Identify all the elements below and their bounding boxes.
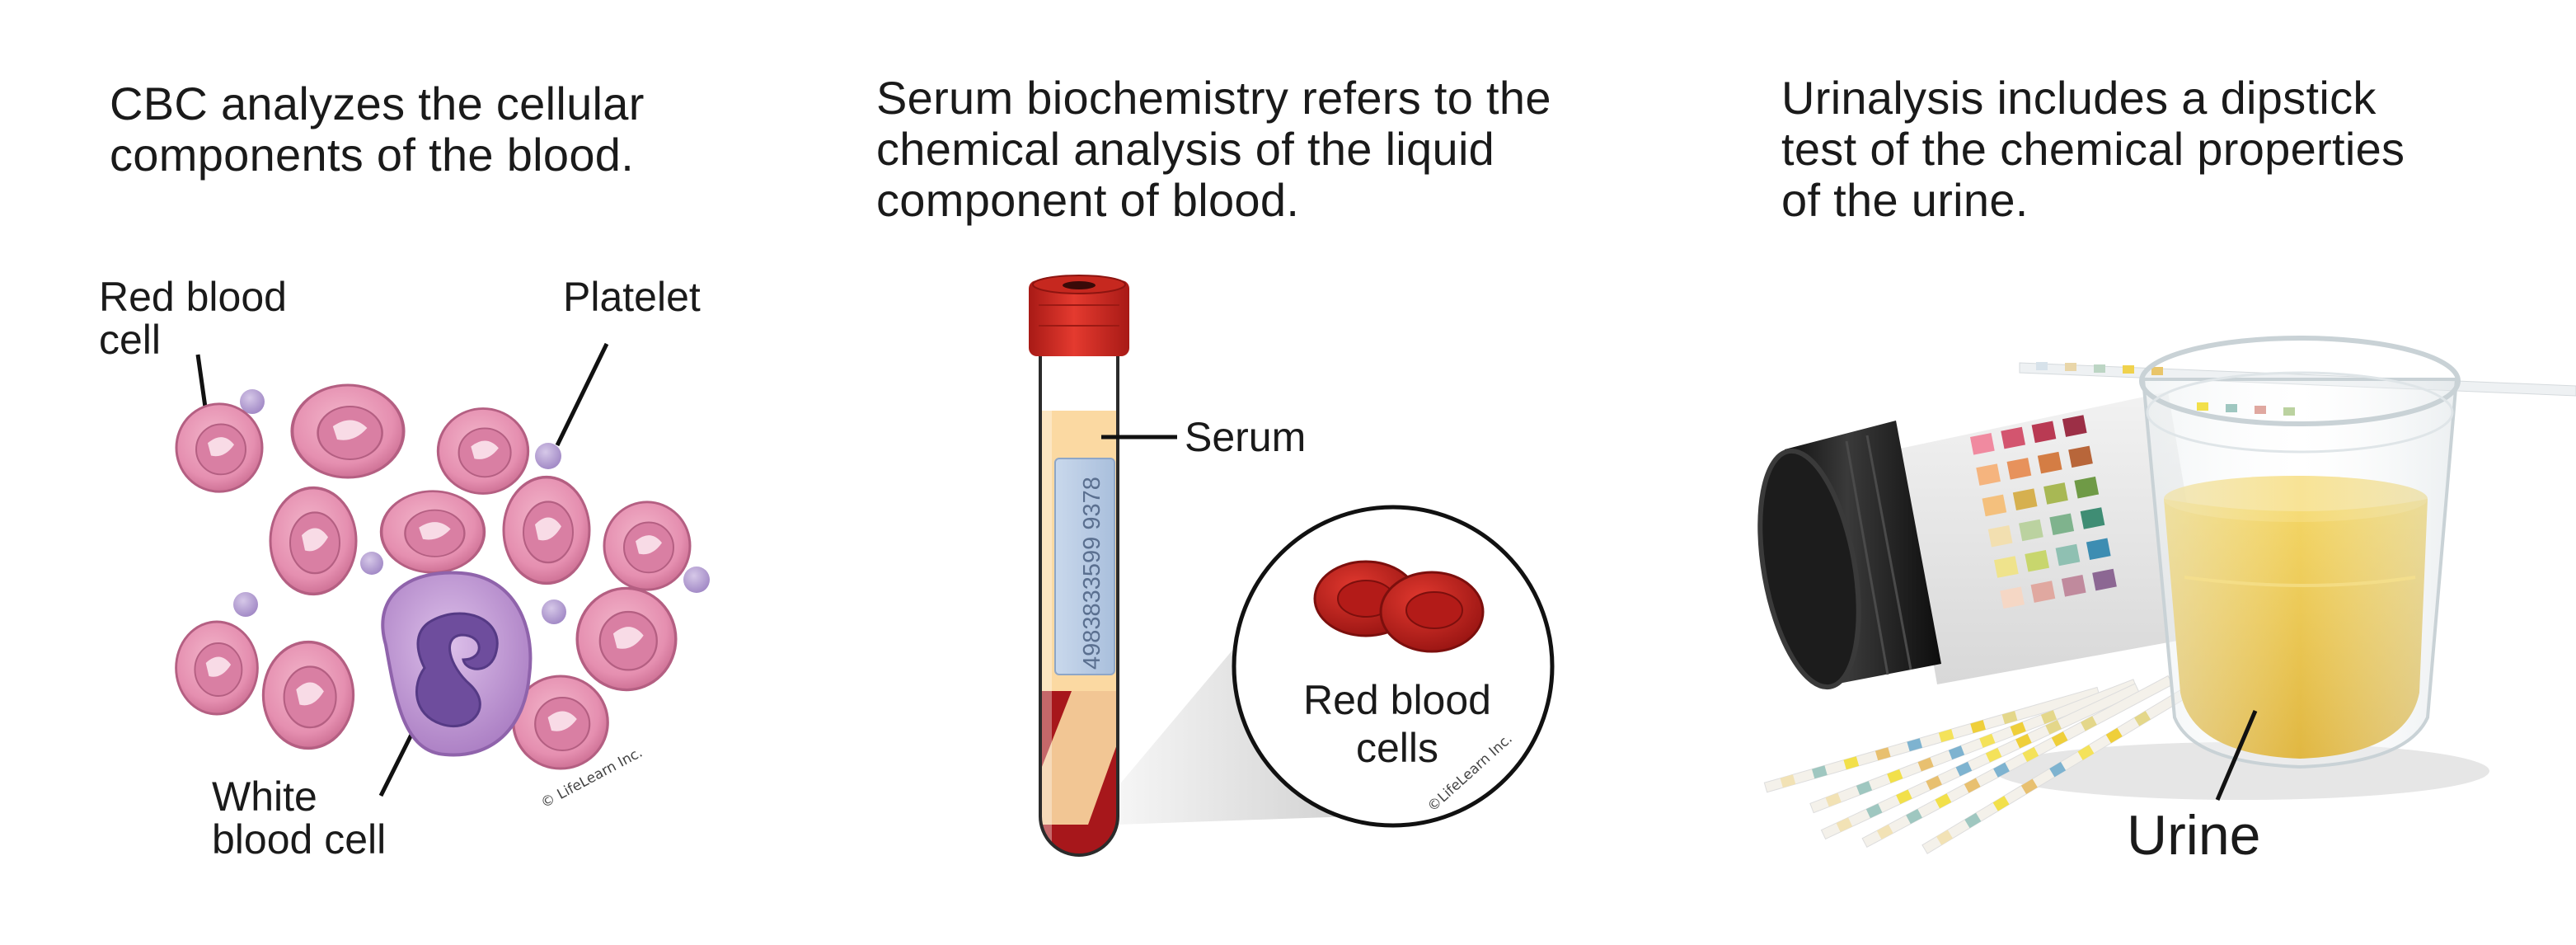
label-red-blood-cells-line2: cells <box>1355 725 1439 771</box>
urinalysis-photo <box>1757 336 2576 854</box>
label-platelet: Platelet <box>563 274 701 320</box>
white-blood-cell <box>381 571 533 757</box>
red-blood-cell <box>379 489 486 575</box>
label-red-blood-cells-line1: Red blood <box>1303 677 1491 723</box>
red-blood-cell <box>502 475 591 585</box>
tube-label <box>1054 458 1115 675</box>
red-blood-cell <box>175 402 264 493</box>
blood-tube: 4983833599 9378 <box>1029 275 1129 857</box>
platelet <box>233 592 258 617</box>
label-white-blood-cell: White blood cell <box>212 775 386 861</box>
serum-heading-line2: chemical analysis of the liquid <box>876 123 1495 175</box>
blood-tube-illustration: 4983833599 9378 ©LifeLearn Inc. <box>1029 275 1555 857</box>
serum-heading: Serum biochemistry refers to the chemica… <box>876 73 1551 226</box>
red-blood-cells-inset: ©LifeLearn Inc. <box>1232 505 1555 828</box>
urinalysis-heading-line3: of the urine. <box>1781 174 2029 226</box>
urinalysis-heading: Urinalysis includes a dipstick test of t… <box>1781 73 2405 226</box>
label-serum: Serum <box>1185 414 1307 460</box>
serum-heading-line3: component of blood. <box>876 174 1300 226</box>
tube-barcode-number: 4983833599 9378 <box>1079 477 1105 670</box>
platelet <box>542 599 566 624</box>
serum-heading-line1: Serum biochemistry refers to the <box>876 72 1551 124</box>
cbc-heading-line2: components of the blood. <box>110 129 635 181</box>
label-red-blood-cell-line2: cell <box>99 317 162 363</box>
urinalysis-heading-line2: test of the chemical properties <box>1781 123 2405 175</box>
red-blood-cell <box>290 383 406 479</box>
platelet-pointer-line <box>555 342 609 447</box>
label-red-blood-cells-inset: Red blood cells <box>1286 676 1509 772</box>
red-blood-cell <box>269 486 358 596</box>
label-red-blood-cell: Red blood cell <box>99 275 287 361</box>
urine-cup <box>2139 336 2461 769</box>
label-red-blood-cell-line1: Red blood <box>99 274 287 320</box>
tube-cap <box>1029 280 1129 356</box>
label-white-blood-cell-line2: blood cell <box>212 816 387 863</box>
urine-pointer-line <box>2215 710 2258 801</box>
platelet <box>360 552 383 575</box>
test-strip-bottle <box>1757 392 2209 690</box>
blood-cells-illustration: © LifeLearn Inc. <box>175 342 710 811</box>
platelet <box>535 443 561 469</box>
red-blood-cell <box>261 640 355 750</box>
cbc-heading-line1: CBC analyzes the cellular <box>110 78 645 129</box>
red-blood-cell <box>175 620 259 716</box>
label-urine: Urine <box>2127 804 2261 867</box>
urinalysis-heading-line1: Urinalysis includes a dipstick <box>1781 72 2377 124</box>
red-blood-cell <box>436 407 530 496</box>
platelet <box>683 567 710 593</box>
cbc-heading: CBC analyzes the cellular components of … <box>110 78 645 181</box>
label-white-blood-cell-line1: White <box>212 773 317 820</box>
platelet <box>240 389 265 414</box>
red-blood-cell <box>575 586 678 692</box>
red-blood-cell <box>603 501 692 591</box>
